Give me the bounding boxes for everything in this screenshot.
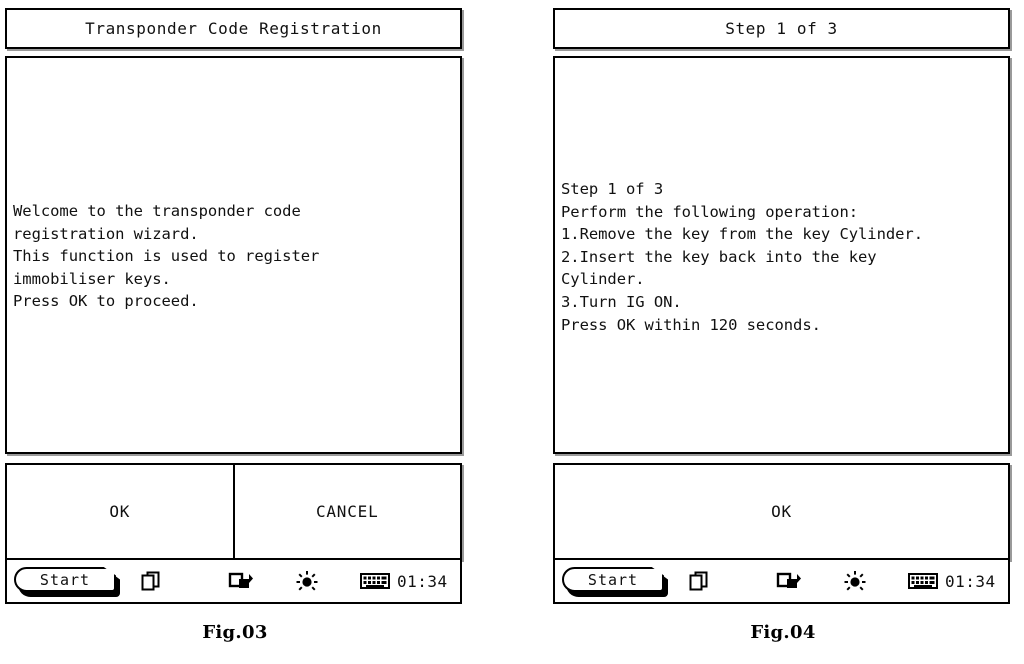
figure-caption: Fig.03 — [202, 622, 268, 643]
page-title: Step 1 of 3 — [725, 19, 838, 38]
start-button[interactable]: Start — [562, 567, 668, 597]
rotate-screen-icon[interactable] — [776, 566, 802, 596]
brightness-icon[interactable] — [842, 566, 868, 596]
content-area: Step 1 of 3 Perform the following operat… — [553, 56, 1010, 454]
cancel-button[interactable]: CANCEL — [232, 465, 460, 558]
brightness-icon[interactable] — [294, 566, 320, 596]
taskbar: Start — [5, 560, 462, 604]
message-text: Welcome to the transponder code registra… — [13, 202, 320, 311]
start-button-label: Start — [587, 570, 639, 589]
windows-stack-icon[interactable] — [138, 566, 164, 596]
keyboard-icon[interactable] — [360, 566, 390, 596]
device-screen: Transponder Code Registration Welcome to… — [5, 8, 462, 606]
message-text: Step 1 of 3 Perform the following operat… — [561, 180, 923, 334]
button-bar: OK CANCEL — [5, 463, 462, 560]
title-bar: Transponder Code Registration — [5, 8, 462, 49]
ok-button[interactable]: OK — [7, 465, 233, 558]
keyboard-icon[interactable] — [908, 566, 938, 596]
taskbar: Start — [553, 560, 1010, 604]
rotate-screen-icon[interactable] — [228, 566, 254, 596]
device-screen: Step 1 of 3 Step 1 of 3 Perform the foll… — [553, 8, 1010, 606]
figure-fig04: Step 1 of 3 Step 1 of 3 Perform the foll… — [548, 0, 1018, 664]
figure-fig03: Transponder Code Registration Welcome to… — [0, 0, 470, 664]
figure-caption: Fig.04 — [750, 622, 816, 643]
windows-stack-icon[interactable] — [686, 566, 712, 596]
content-area: Welcome to the transponder code registra… — [5, 56, 462, 454]
clock: 01:34 — [945, 571, 996, 591]
start-button[interactable]: Start — [14, 567, 120, 597]
ok-button[interactable]: OK — [555, 465, 1008, 558]
button-bar: OK — [553, 463, 1010, 560]
start-button-label: Start — [39, 570, 91, 589]
title-bar: Step 1 of 3 — [553, 8, 1010, 49]
page-title: Transponder Code Registration — [85, 19, 382, 38]
clock: 01:34 — [397, 571, 448, 591]
